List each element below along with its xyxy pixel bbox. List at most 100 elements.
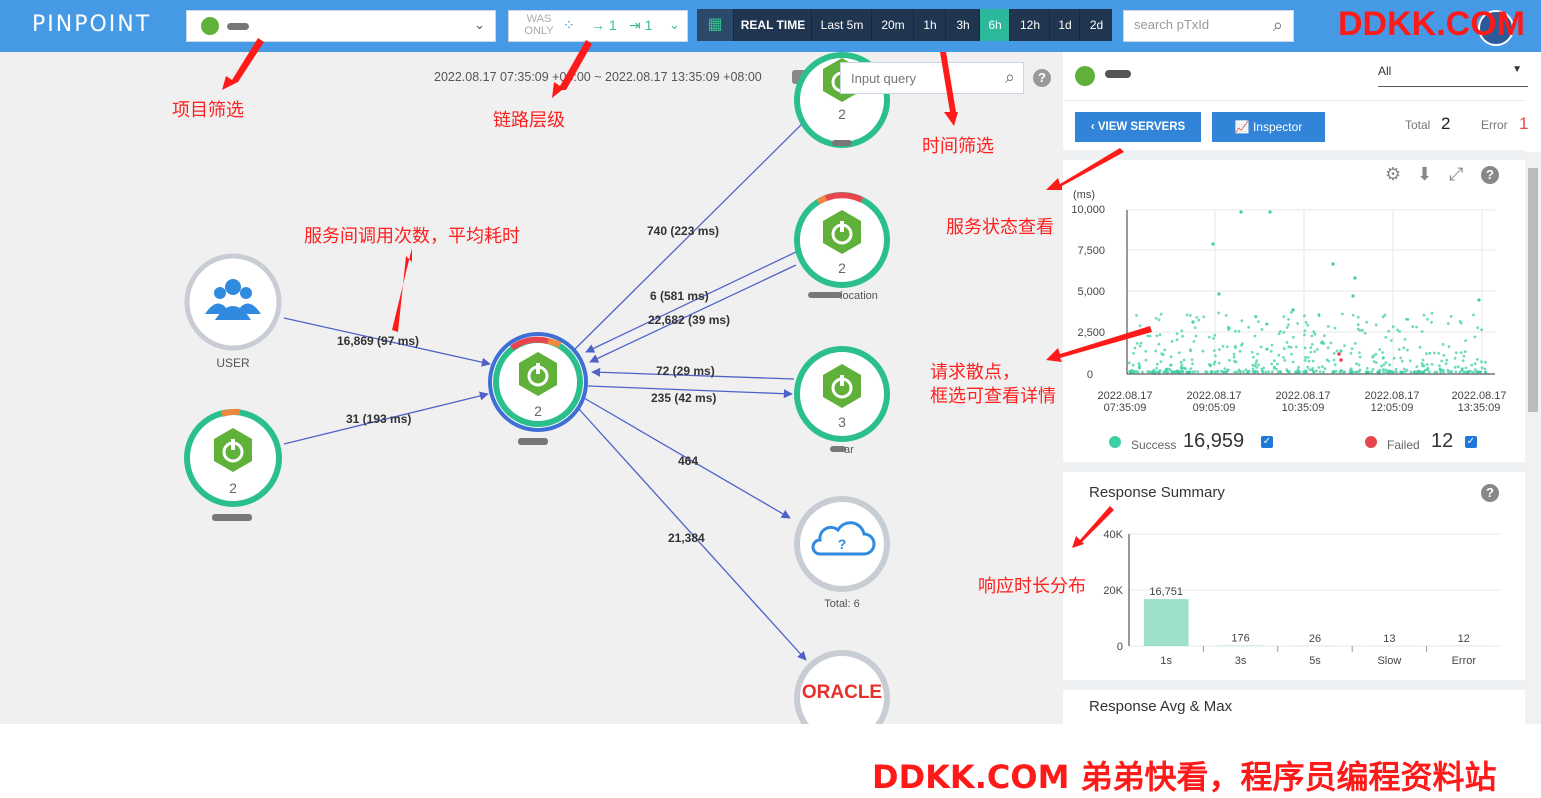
mid1-app-label: location [840, 290, 880, 302]
scatter-point [1282, 315, 1285, 318]
edge-label-center-mid2[interactable]: 235 (42 ms) [651, 391, 716, 405]
scatter-point [1270, 363, 1273, 366]
scatter-point [1286, 368, 1289, 371]
time-realtime-button[interactable]: REAL TIME [733, 9, 812, 41]
mid1-app-node[interactable] [797, 195, 887, 298]
view-servers-button[interactable]: ‹ VIEW SERVERS [1075, 112, 1201, 142]
caret-down-icon: ▼ [1512, 64, 1522, 75]
edge-label-mid1-b[interactable]: 22,682 (39 ms) [648, 313, 730, 327]
failed-checkbox[interactable]: ✓ [1465, 436, 1477, 448]
scatter-point [1276, 363, 1279, 366]
summary-bar-1s[interactable] [1144, 599, 1189, 646]
time-2d-button[interactable]: 2d [1079, 9, 1113, 41]
scatter-point [1393, 357, 1396, 360]
scatter-point [1172, 370, 1175, 373]
success-legend-dot [1109, 436, 1121, 448]
failed-count: 12 [1431, 430, 1453, 453]
scatter-point [1213, 349, 1216, 352]
left-app-node[interactable] [187, 412, 279, 521]
scrollbar-thumb[interactable] [1528, 168, 1538, 412]
scatter-point [1357, 323, 1360, 326]
scatter-point [1170, 364, 1173, 367]
scatter-point [1191, 320, 1194, 323]
scatter-point [1283, 359, 1286, 362]
outbound-depth[interactable]: ⇥ 1 [629, 17, 652, 34]
scatter-point [1422, 359, 1425, 362]
edge-label-user-center[interactable]: 16,869 (97 ms) [337, 334, 419, 348]
scatter-point [1446, 359, 1449, 362]
scatter-point [1282, 356, 1285, 359]
scatter-point [1308, 368, 1311, 371]
scatter-points[interactable] [1128, 210, 1487, 373]
server-map-graph[interactable]: ? [0, 52, 1063, 724]
scatter-point [1233, 371, 1236, 374]
scatter-point [1217, 292, 1220, 295]
edge-label-center-top[interactable]: 740 (223 ms) [647, 224, 719, 238]
scatter-point [1254, 335, 1257, 338]
response-scatter-chart[interactable]: (ms) 10,000 7,500 5,000 2,500 0 2022.08.… [1063, 182, 1525, 422]
center-app-node[interactable] [490, 334, 586, 445]
scatter-point [1470, 364, 1473, 367]
pinpoint-logo[interactable]: PINPOINT [32, 12, 151, 37]
transaction-search-field[interactable]: search pTxId ⌕ [1123, 10, 1294, 42]
summary-x-tick: Error [1452, 655, 1477, 667]
search-icon[interactable]: ⌕ [1005, 67, 1015, 88]
unknown-node[interactable]: ? [797, 499, 887, 589]
scatter-point [1474, 336, 1477, 339]
scatter-point [1169, 368, 1172, 371]
scatter-point [1214, 334, 1217, 337]
mid2-app-node[interactable] [797, 349, 887, 452]
scatter-point [1382, 371, 1385, 374]
application-selector[interactable]: ⌄ [186, 10, 496, 42]
time-last5m-button[interactable]: Last 5m [811, 9, 872, 41]
scatter-point [1136, 342, 1139, 345]
scatter-point [1261, 328, 1264, 331]
search-input[interactable]: search pTxId [1134, 17, 1209, 32]
scatter-point [1189, 314, 1192, 317]
scatter-point [1334, 327, 1337, 330]
edge-label-center-unknown[interactable]: 464 [678, 454, 698, 468]
inspector-button[interactable]: 📈 Inspector [1212, 112, 1325, 142]
user-node[interactable] [187, 256, 279, 348]
edge-label-mid2-center[interactable]: 72 (29 ms) [656, 364, 715, 378]
query-input[interactable]: Input query [851, 71, 916, 86]
time-20m-button[interactable]: 20m [871, 9, 914, 41]
scatter-point [1135, 314, 1138, 317]
scatter-point [1445, 362, 1448, 365]
scatter-point [1383, 363, 1386, 366]
calendar-icon[interactable]: ▦ [697, 9, 733, 41]
spring-app-icon [201, 17, 219, 35]
server-filter-select[interactable]: All ▼ [1378, 64, 1528, 87]
scatter-point [1138, 362, 1141, 365]
help-icon[interactable]: ? [1481, 484, 1499, 502]
chevron-down-icon[interactable]: ⌄ [669, 17, 680, 33]
edge-label-mid1-a[interactable]: 6 (581 ms) [650, 289, 709, 303]
scatter-point [1484, 371, 1487, 374]
scatter-point [1286, 326, 1289, 329]
query-field[interactable]: Input query ⌕ [840, 62, 1024, 94]
scatter-point [1312, 360, 1315, 363]
success-checkbox[interactable]: ✓ [1261, 436, 1273, 448]
scatter-point [1474, 368, 1477, 371]
time-1h-button[interactable]: 1h [913, 9, 946, 41]
scatter-point [1217, 370, 1220, 373]
time-6h-button[interactable]: 6h [979, 9, 1010, 41]
was-filter[interactable]: WAS ONLY ⁘ → 1 ⇥ 1 ⌄ [508, 10, 688, 42]
time-12h-button[interactable]: 12h [1009, 9, 1050, 41]
scatter-point [1146, 335, 1149, 338]
total-label: Total [1405, 118, 1430, 132]
search-icon[interactable]: ⌕ [1273, 15, 1283, 36]
inbound-depth[interactable]: → 1 [591, 17, 617, 33]
annotation-project-filter: 项目筛选 [172, 96, 244, 122]
help-icon[interactable]: ? [1033, 69, 1051, 87]
scatter-y-tick: 5,000 [1077, 286, 1105, 298]
server-map[interactable]: 2022.08.17 07:35:09 +08:00 ~ 2022.08.17 … [0, 52, 1063, 724]
scatter-point [1403, 368, 1406, 371]
time-1d-button[interactable]: 1d [1049, 9, 1080, 41]
edge-label-center-oracle[interactable]: 21,384 [668, 531, 705, 545]
edge-label-left-center[interactable]: 31 (193 ms) [346, 412, 411, 426]
time-3h-button[interactable]: 3h [945, 9, 980, 41]
scatter-point [1256, 353, 1259, 356]
